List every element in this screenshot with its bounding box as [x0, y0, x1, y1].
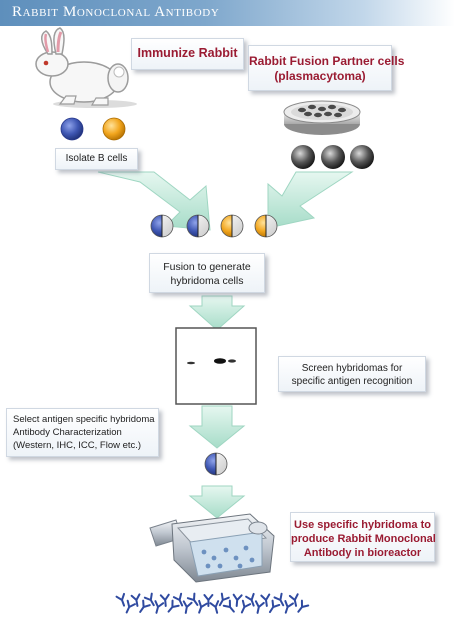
hybridoma-cell-orange [254, 214, 278, 238]
select-line-1: Select antigen specific hybridoma [13, 414, 155, 425]
antibody-icon [159, 593, 170, 607]
petri-dish-icon [283, 100, 361, 135]
antibody-icon [167, 599, 180, 613]
antibody-icon [268, 599, 281, 614]
antibody-icon [143, 592, 155, 607]
b-cell-orange [102, 117, 126, 141]
produce-line-2: produce Rabbit Monoclonal [291, 533, 436, 545]
western-blot-icon [175, 327, 257, 405]
antibody-icon [245, 592, 255, 607]
immunize-rabbit-label: Immunize Rabbit [131, 38, 244, 70]
antibody-icon [218, 592, 230, 607]
screen-line-2: specific antigen recognition [291, 376, 413, 387]
plasmacytoma-cell [291, 145, 315, 169]
hybridoma-cell-blue [150, 214, 174, 238]
antibody-icon [130, 593, 141, 607]
fusion-partner-line-2: (plasmacytoma) [274, 69, 366, 83]
antibody-icon [288, 593, 299, 607]
title-banner: Rabbit Monoclonal Antibody [0, 0, 455, 26]
antibody-row [115, 592, 310, 614]
antibody-icon [254, 600, 265, 614]
antibody-icon [115, 592, 126, 607]
plasmacytoma-cell [350, 145, 374, 169]
antibody-icon [232, 593, 243, 607]
bioreactor-label: Use specific hybridoma to produce Rabbit… [290, 512, 436, 562]
antibody-icon [172, 592, 184, 607]
fusion-line-1: Fusion to generate [163, 261, 251, 273]
arrow-partner-to-fusion [267, 171, 354, 229]
antibody-icon [125, 599, 136, 614]
antibody-icon [209, 600, 220, 614]
antibody-icon [284, 600, 294, 614]
b-cell-blue [60, 117, 84, 141]
select-line-2: Antibody Characterization [13, 427, 122, 438]
immunize-text: Immunize Rabbit [137, 46, 238, 60]
fusion-partner-line-1: Rabbit Fusion Partner cells [249, 54, 405, 68]
hybridoma-cell-orange [220, 214, 244, 238]
antibody-icon [222, 599, 235, 613]
hybridoma-cell-blue [186, 214, 210, 238]
select-line-3: (Western, IHC, ICC, Flow etc.) [13, 440, 142, 451]
screen-hybridomas-label: Screen hybridomas for specific antigen r… [278, 356, 426, 392]
fusion-label: Fusion to generate hybridoma cells [149, 253, 265, 293]
antibody-icon [198, 599, 208, 614]
isolate-text: Isolate B cells [65, 153, 128, 164]
antibody-icon [203, 594, 214, 607]
antibody-icon [139, 599, 151, 613]
antibody-icon [154, 600, 165, 614]
screen-line-1: Screen hybridomas for [301, 363, 403, 374]
arrow-fusion-to-blot [188, 295, 246, 331]
isolate-b-cells-label: Isolate B cells [55, 148, 138, 170]
arrow-blot-to-select [188, 405, 246, 449]
select-hybridoma-label: Select antigen specific hybridoma Antibo… [6, 408, 159, 457]
plasmacytoma-cell [321, 145, 345, 169]
antibody-icon [297, 599, 310, 613]
arrow-rabbit-to-fusion [97, 171, 211, 231]
selected-hybridoma-cell [204, 452, 228, 476]
page-title: Rabbit Monoclonal Antibody [12, 4, 220, 20]
produce-line-1: Use specific hybridoma to [294, 519, 431, 531]
antibody-icon [273, 592, 285, 607]
produce-line-3: Antibody in bioreactor [303, 547, 422, 559]
antibody-icon [186, 592, 199, 606]
rabbit-icon [35, 27, 137, 108]
antibody-icon [260, 593, 271, 607]
fusion-line-2: hybridoma cells [170, 275, 244, 287]
arrow-select-to-bioreactor [188, 485, 246, 519]
fusion-partner-label: Rabbit Fusion Partner cells (plasmacytom… [248, 45, 405, 91]
bioreactor-icon [149, 513, 275, 583]
antibody-icon [240, 599, 252, 614]
antibody-icon [182, 600, 193, 614]
